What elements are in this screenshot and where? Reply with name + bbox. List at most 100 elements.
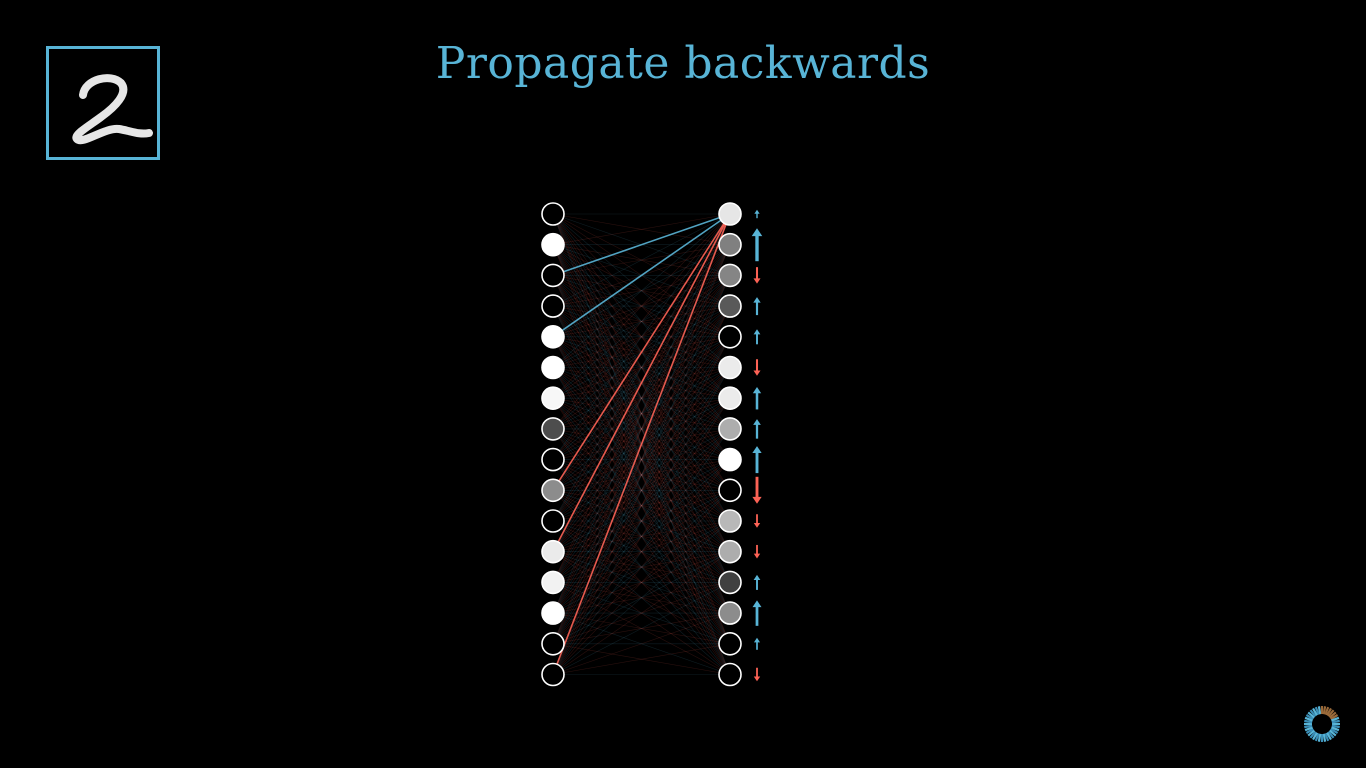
connection-line <box>552 275 731 368</box>
connection-line <box>552 397 731 583</box>
connection-line <box>552 336 731 491</box>
connection-line <box>552 305 731 491</box>
faint-connections <box>552 213 731 675</box>
connection-line <box>552 336 731 460</box>
right-neuron <box>718 631 742 656</box>
connection-line <box>552 213 731 245</box>
connection-line <box>552 336 731 583</box>
connection-line <box>552 244 731 552</box>
connection-line <box>552 336 731 644</box>
connection-line <box>552 305 731 614</box>
connection-line <box>552 551 731 645</box>
right-neuron <box>718 294 742 318</box>
left-neuron <box>541 539 565 564</box>
connection-line <box>552 244 731 430</box>
right-layer <box>718 202 742 687</box>
decrease-arrow-icon <box>752 476 762 504</box>
decrease-arrow-icon <box>753 514 761 528</box>
connection-line <box>552 213 731 644</box>
connection-line <box>552 275 731 644</box>
left-neuron <box>541 601 565 625</box>
connection-line <box>552 244 731 614</box>
connection-line <box>552 643 731 675</box>
connection-line <box>552 582 731 614</box>
connection-line <box>552 428 731 491</box>
increase-arrow-icon <box>751 228 763 262</box>
connection-line <box>552 275 731 399</box>
connection-line <box>552 275 731 460</box>
connection-line <box>552 490 731 645</box>
connection-line <box>552 612 731 675</box>
connection-line <box>552 275 731 583</box>
connection-line <box>552 305 731 675</box>
right-neuron <box>718 509 742 533</box>
connection-line <box>552 490 731 675</box>
decrease-arrow-icon <box>753 267 761 284</box>
connection-line <box>552 459 731 552</box>
connection-line <box>552 275 731 338</box>
connection-line <box>552 520 731 583</box>
connection-line <box>552 520 731 675</box>
left-neuron <box>541 386 565 411</box>
connection-line <box>552 244 731 276</box>
connection-line <box>552 459 731 491</box>
connection-line <box>552 244 731 430</box>
connection-line <box>552 551 731 583</box>
nudge-arrows <box>751 209 763 682</box>
connection-line <box>552 367 731 644</box>
connection-line <box>552 459 731 583</box>
connection-line <box>552 398 731 644</box>
increase-arrow-icon <box>752 446 762 474</box>
right-neuron <box>718 601 742 625</box>
right-neuron <box>718 447 742 472</box>
connection-line <box>552 397 731 460</box>
connection-line <box>552 336 731 614</box>
connection-line <box>552 520 731 614</box>
connection-line <box>552 582 731 645</box>
right-neuron <box>718 570 742 595</box>
connection-line <box>552 244 731 338</box>
left-neuron <box>541 355 565 380</box>
connection-line <box>552 305 731 491</box>
connection-line <box>552 213 731 460</box>
connection-line <box>552 336 731 675</box>
increase-arrow-icon <box>753 297 761 316</box>
connection-line <box>552 397 731 552</box>
connection-line <box>552 275 731 307</box>
connection-line <box>552 398 731 675</box>
left-neuron <box>541 202 565 226</box>
left-neuron <box>541 570 565 595</box>
connection-line <box>552 490 731 675</box>
connection-line <box>552 428 731 644</box>
connection-line <box>552 459 731 614</box>
connection-line <box>552 643 731 675</box>
connection-line <box>552 213 731 245</box>
connection-line <box>552 367 731 491</box>
connection-line <box>552 397 731 522</box>
connection-line <box>552 459 731 614</box>
connection-line <box>552 551 731 583</box>
connection-line <box>552 336 731 644</box>
highlighted-connection <box>552 213 731 491</box>
connection-line <box>552 275 731 552</box>
connection-line <box>552 551 731 614</box>
connection-line <box>552 244 731 368</box>
right-neuron <box>718 263 742 288</box>
left-neuron <box>541 509 565 533</box>
connection-line <box>552 305 731 430</box>
right-neuron <box>718 417 742 441</box>
page-title: Propagate backwards <box>435 38 931 89</box>
connection-line <box>552 397 731 460</box>
right-neuron <box>718 386 742 411</box>
left-neuron <box>541 447 565 472</box>
left-neuron <box>541 478 565 503</box>
connection-line <box>552 336 731 675</box>
connection-line <box>552 428 731 644</box>
connection-line <box>552 582 731 645</box>
connection-line <box>552 275 731 338</box>
connection-line <box>552 336 731 399</box>
connection-line <box>552 490 731 583</box>
right-neuron <box>718 539 742 564</box>
left-neuron <box>541 662 565 687</box>
connection-line <box>552 520 731 645</box>
